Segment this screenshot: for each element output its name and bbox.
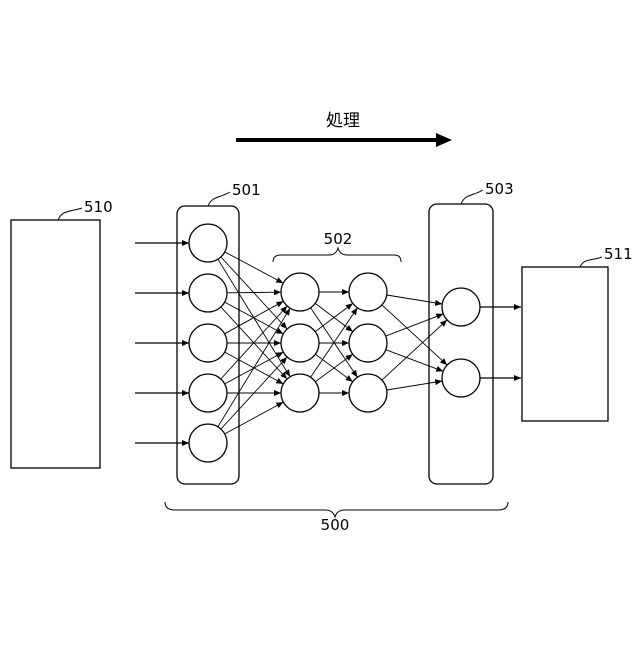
process-label: 処理 [326, 111, 360, 131]
output-layer-container [429, 204, 493, 484]
hidden1-neuron-3 [281, 374, 319, 412]
network-brace [165, 502, 508, 517]
hidden-layers-label: 502 [324, 230, 353, 248]
output-layer-label: 503 [485, 180, 514, 198]
process-arrow [236, 133, 452, 147]
input-layer-leader [208, 192, 230, 206]
hidden1-neuron-1 [281, 273, 319, 311]
input-neuron-1 [189, 224, 227, 262]
output-neuron-1 [442, 288, 480, 326]
input-layer-label: 501 [232, 181, 261, 199]
input-block-leader [58, 208, 82, 220]
output-neuron-2 [442, 359, 480, 397]
input-block-label: 510 [84, 198, 113, 216]
hidden1-neuron-2 [281, 324, 319, 362]
input-neuron-2 [189, 274, 227, 312]
output-block-label: 511 [604, 245, 633, 263]
output-block-leader [580, 257, 602, 267]
input-neuron-5 [189, 424, 227, 462]
output-data-block [522, 267, 608, 421]
hidden-layers-brace [273, 248, 401, 262]
hidden2-neuron-3 [349, 374, 387, 412]
input-neuron-3 [189, 324, 227, 362]
input-data-block [11, 220, 100, 468]
network-label: 500 [321, 516, 350, 534]
hidden2-neuron-1 [349, 273, 387, 311]
hidden2-neuron-2 [349, 324, 387, 362]
connection-input-2-to-hidden1-1 [227, 292, 281, 293]
input-neuron-4 [189, 374, 227, 412]
output-layer-leader [461, 190, 483, 204]
connections [218, 252, 447, 434]
